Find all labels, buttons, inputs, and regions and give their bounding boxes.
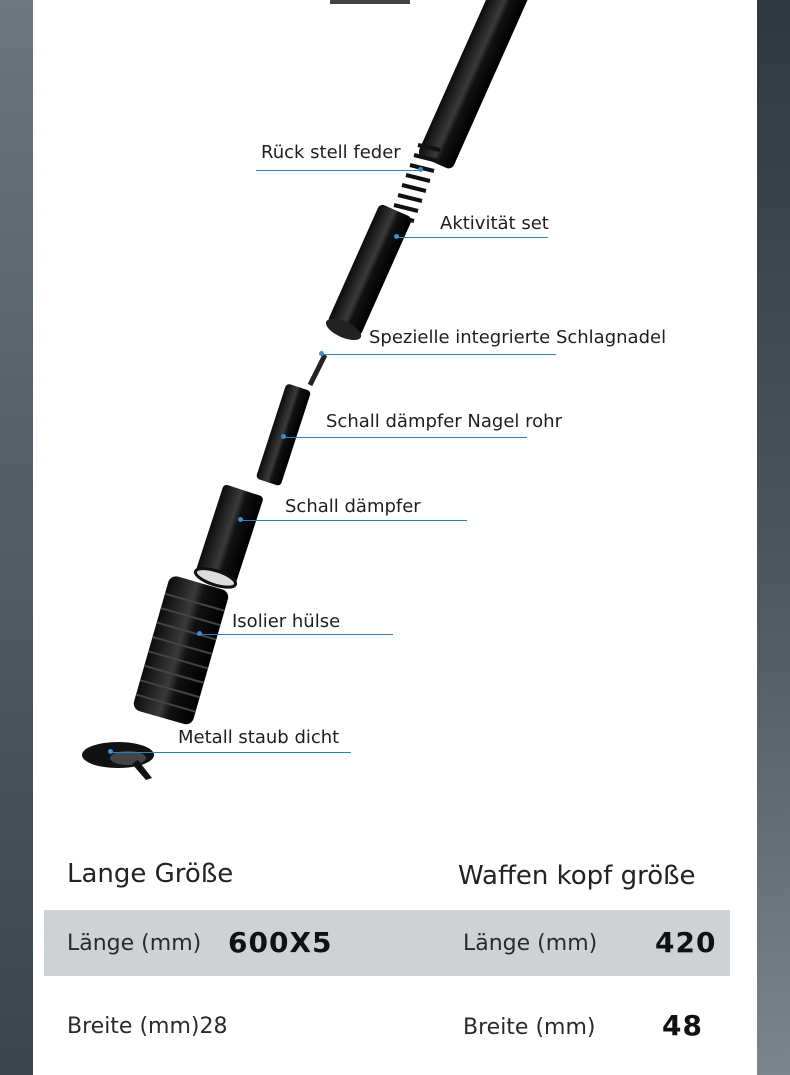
left-length-label: Länge (mm) bbox=[67, 931, 202, 956]
spec-row-highlight bbox=[44, 910, 730, 976]
leader-line bbox=[256, 170, 424, 171]
left-border bbox=[0, 0, 33, 1075]
spec-title-right: Waffen kopf größe bbox=[458, 861, 696, 891]
callout-activity-set: Aktivität set bbox=[440, 213, 549, 234]
leader-line bbox=[111, 752, 351, 753]
leader-line bbox=[200, 634, 393, 635]
leader-dot bbox=[197, 631, 202, 636]
right-border bbox=[757, 0, 790, 1075]
leader-dot bbox=[319, 351, 324, 356]
callout-silencer-tube: Schall dämpfer Nagel rohr bbox=[326, 411, 562, 432]
leader-dot bbox=[281, 434, 286, 439]
top-fragment bbox=[330, 0, 410, 4]
spec-title-left: Lange Größe bbox=[67, 859, 234, 889]
exploded-tool-illustration bbox=[82, 0, 536, 780]
pin-part bbox=[307, 353, 328, 387]
activity-cylinder bbox=[325, 204, 412, 341]
upper-body bbox=[418, 0, 536, 169]
sleeve-part bbox=[133, 576, 229, 725]
right-width-value: 48 bbox=[662, 1009, 703, 1042]
left-length-value: 600X5 bbox=[228, 926, 333, 959]
leader-dot bbox=[418, 167, 423, 172]
callout-dust-seal: Metall staub dicht bbox=[178, 727, 340, 748]
leader-line bbox=[322, 354, 556, 355]
callout-firing-pin: Spezielle integrierte Schlagnadel bbox=[369, 327, 667, 348]
silencer-part bbox=[193, 484, 263, 589]
leader-line bbox=[241, 520, 467, 521]
content-panel bbox=[33, 0, 757, 1075]
callout-insulating-sleeve: Isolier hülse bbox=[232, 611, 341, 632]
right-width-label: Breite (mm) bbox=[463, 1015, 596, 1040]
leader-dot bbox=[108, 749, 113, 754]
leader-dot bbox=[238, 517, 243, 522]
leader-line bbox=[397, 237, 548, 238]
leader-line bbox=[284, 437, 527, 438]
right-length-value: 420 bbox=[655, 926, 717, 959]
leader-dot bbox=[394, 234, 399, 239]
callout-return-spring: Rück stell feder bbox=[261, 142, 401, 163]
callout-silencer: Schall dämpfer bbox=[285, 496, 421, 517]
right-length-label: Länge (mm) bbox=[463, 931, 598, 956]
left-width-label: Breite (mm)28 bbox=[67, 1014, 228, 1039]
dust-seal-part bbox=[82, 742, 154, 780]
